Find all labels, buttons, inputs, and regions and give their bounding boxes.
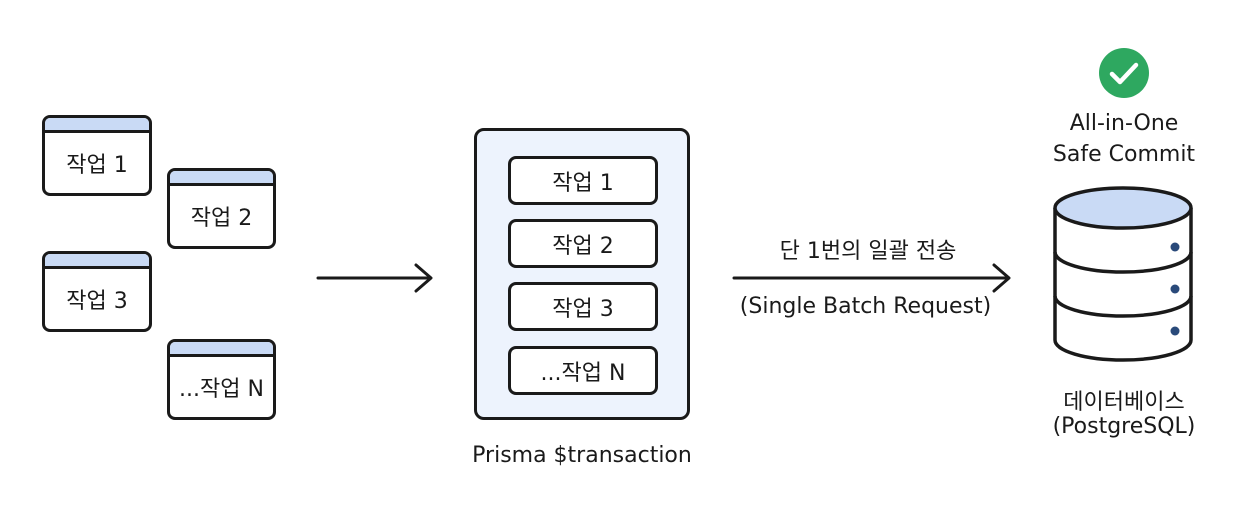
arrow-right-icon: [316, 263, 433, 293]
send-title: 단 1번의 일괄 전송: [779, 239, 957, 264]
task-card-label: 작업 2: [190, 206, 253, 231]
task-card-header: [170, 171, 273, 186]
transaction-container: 작업 1 작업 2 작업 3 ...작업 N: [474, 128, 690, 420]
commit-line-2: Safe Commit: [1052, 142, 1196, 167]
database-line-2: (PostgreSQL): [1052, 414, 1196, 439]
task-card-label: 작업 1: [66, 153, 128, 178]
task-card-label: ...작업 N: [179, 377, 264, 402]
task-card-header: [45, 118, 149, 133]
transaction-item-1: 작업 1: [508, 156, 658, 205]
arrow-right-icon: [732, 263, 1011, 293]
commit-line-1: All-in-One: [1069, 111, 1179, 136]
task-card-label: 작업 3: [66, 289, 128, 314]
transaction-item-3: 작업 3: [508, 282, 658, 331]
check-circle-icon: [1099, 48, 1149, 98]
database-line-1: 데이터베이스: [1063, 390, 1185, 415]
transaction-caption: Prisma $transaction: [472, 443, 692, 468]
database-icon: [1053, 186, 1193, 362]
transaction-item-n: ...작업 N: [508, 346, 658, 395]
task-card-header: [45, 254, 149, 269]
task-card-3: 작업 3: [42, 251, 152, 332]
transaction-item-2: 작업 2: [508, 219, 658, 268]
send-subtitle: (Single Batch Request): [739, 294, 992, 319]
task-card-header: [170, 342, 273, 357]
task-card-1: 작업 1: [42, 115, 152, 196]
task-card-n: ...작업 N: [167, 339, 276, 420]
task-card-2: 작업 2: [167, 168, 276, 249]
